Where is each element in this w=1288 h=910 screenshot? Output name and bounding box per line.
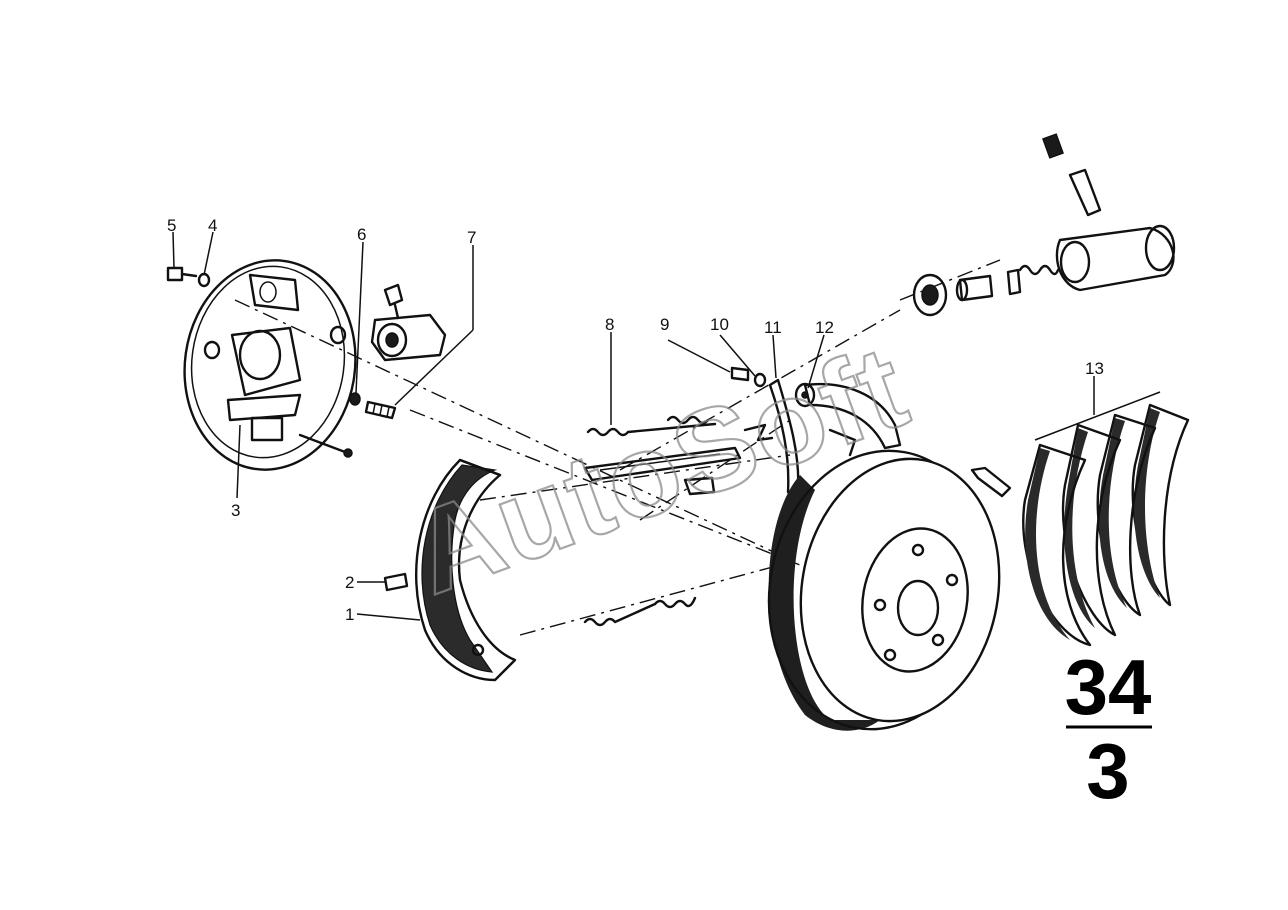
- leader-lines: [172, 231, 1095, 621]
- callout-9: 9: [660, 315, 669, 334]
- callout-2: 2: [345, 573, 354, 592]
- callout-10: 10: [710, 315, 729, 334]
- backing-plate: [183, 259, 357, 471]
- return-springs: [583, 415, 717, 627]
- section-main-group: 34: [1065, 643, 1152, 731]
- callout-11: 11: [764, 318, 782, 337]
- shoe-pin: [383, 572, 409, 592]
- callout-4: 4: [208, 216, 217, 235]
- assembly-axis-lines: [234, 259, 1001, 636]
- callout-12: 12: [815, 318, 834, 337]
- nut-and-bleed-screw: [349, 392, 397, 420]
- callout-8: 8: [605, 315, 614, 334]
- brake-shoe-set: [1022, 391, 1190, 647]
- brake-shoe: [414, 458, 517, 682]
- callout-1: 1: [345, 605, 354, 624]
- shoe-bolt: [970, 466, 1012, 498]
- wheel-cylinder-small: [370, 283, 447, 362]
- callout-3: 3: [231, 501, 240, 520]
- section-sub-group: 3: [1086, 727, 1129, 815]
- brake-shoe-right: [794, 382, 902, 457]
- callout-numbers: 1 2 3 4 5 6 7 8 9 10 11 12 13: [167, 216, 1104, 624]
- callout-5: 5: [167, 216, 176, 235]
- callout-7: 7: [467, 228, 476, 247]
- callout-13: 13: [1085, 359, 1104, 378]
- callout-6: 6: [357, 225, 366, 244]
- wheel-cylinder-exploded: [912, 133, 1176, 317]
- parking-brake-lever: [743, 378, 800, 494]
- brake-drum: [767, 449, 1001, 731]
- pin-and-clip: [730, 366, 767, 388]
- bolt-and-washer: [166, 266, 211, 288]
- adjuster-strut: [583, 446, 742, 496]
- section-number: 34 3: [1065, 643, 1152, 815]
